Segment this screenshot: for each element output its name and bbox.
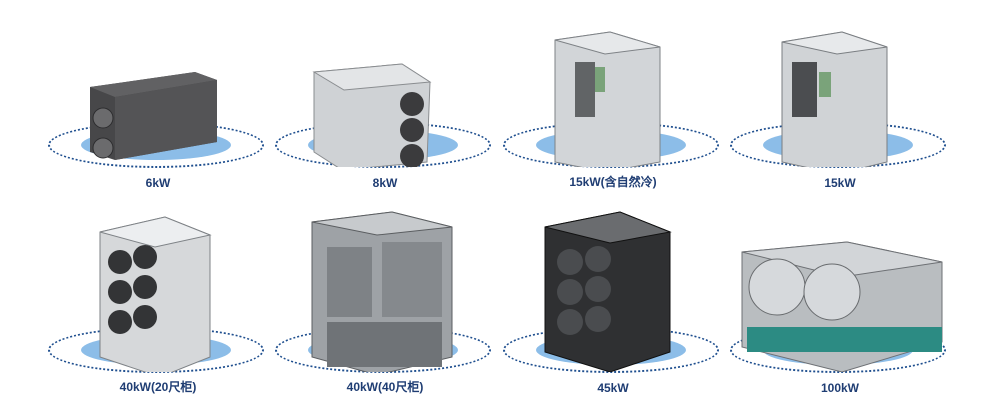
product-card-15kw-natural: 15kW(含自然冷)	[500, 2, 726, 192]
product-card-100kw: 100kW	[727, 207, 953, 397]
product-label: 8kW	[372, 176, 398, 190]
cabinet-unit-natural-cooling-icon	[554, 31, 661, 167]
compact-wall-unit-icon	[90, 72, 217, 160]
product-card-6kw: 6kW	[45, 2, 271, 192]
product-card-45kw: 45kW	[500, 207, 726, 397]
product-label: 15kW	[824, 176, 856, 190]
cabinet-unit-icon	[781, 31, 888, 167]
product-label: 6kW	[145, 176, 171, 190]
six-fan-tall-unit-icon	[544, 211, 672, 372]
product-card-15kw: 15kW	[727, 2, 953, 192]
product-card-8kw: 8kW	[272, 2, 498, 192]
wall-unit-with-fans-icon	[312, 63, 432, 167]
product-label: 40kW(40尺柜)	[346, 380, 424, 394]
product-card-40kw-40ft: 40kW(40尺柜)	[272, 207, 498, 397]
large-cabinet-unit-icon	[311, 211, 453, 372]
product-label: 100kW	[820, 381, 860, 395]
product-label: 15kW(含自然冷)	[569, 175, 657, 189]
six-fan-cabinet-unit-icon	[99, 216, 212, 372]
product-card-40kw-20ft: 40kW(20尺柜)	[45, 207, 271, 397]
skid-mounted-unit-icon	[741, 241, 943, 372]
product-label: 45kW	[597, 381, 629, 395]
product-label: 40kW(20尺柜)	[119, 380, 197, 394]
